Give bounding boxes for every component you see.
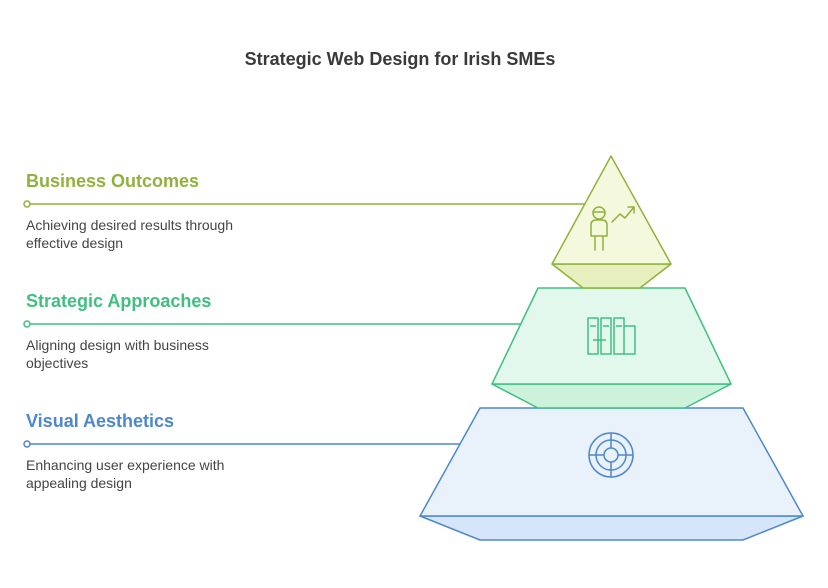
connector-visual-aesthetics: [23, 440, 462, 448]
connector-strategic-approaches: [23, 320, 522, 328]
target-icon: [588, 432, 634, 478]
heading-business-outcomes: Business Outcomes: [26, 171, 200, 191]
description-strategic-approaches: Aligning design with business objectives: [26, 337, 209, 371]
description-visual-aesthetics: Enhancing user experience with appealing…: [26, 457, 225, 491]
connector-business-outcomes: [23, 200, 585, 208]
description-business-outcomes: Achieving desired results through effect…: [26, 217, 234, 251]
diagram-title: Strategic Web Design for Irish SMEs: [244, 49, 556, 69]
heading-strategic-approaches: Strategic Approaches: [26, 291, 212, 311]
pyramid-tier-business-outcomes: [551, 155, 672, 289]
person-growth-icon: [590, 206, 635, 251]
heading-visual-aesthetics: Visual Aesthetics: [26, 411, 175, 431]
columns-icon: [587, 317, 636, 355]
